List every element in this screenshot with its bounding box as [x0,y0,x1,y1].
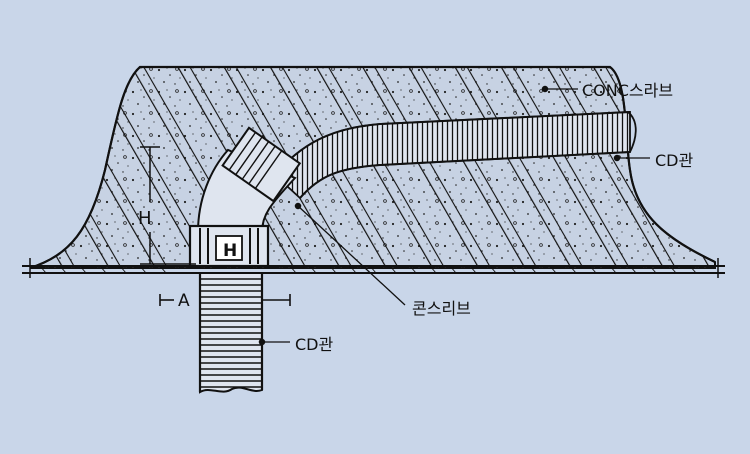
label-cone-sleeve: 콘스리브 [412,299,471,318]
svg-text:H: H [223,241,237,261]
elbow-connector [196,126,302,233]
slab-bottom-deck [22,258,725,278]
label-cd-pipe-right: CD관 [655,151,693,170]
dimension-h: H [138,146,196,265]
label-cd-pipe-bottom: CD관 [295,335,333,354]
label-conc-slab: CONC스라브 [582,81,673,100]
dimension-h-label: H [138,208,152,229]
cone-sleeve: H [188,224,270,268]
cd-pipe-vertical [198,272,264,394]
dimension-a: A [159,291,291,311]
dimension-a-label: A [178,291,190,311]
leader-lines [258,85,650,346]
